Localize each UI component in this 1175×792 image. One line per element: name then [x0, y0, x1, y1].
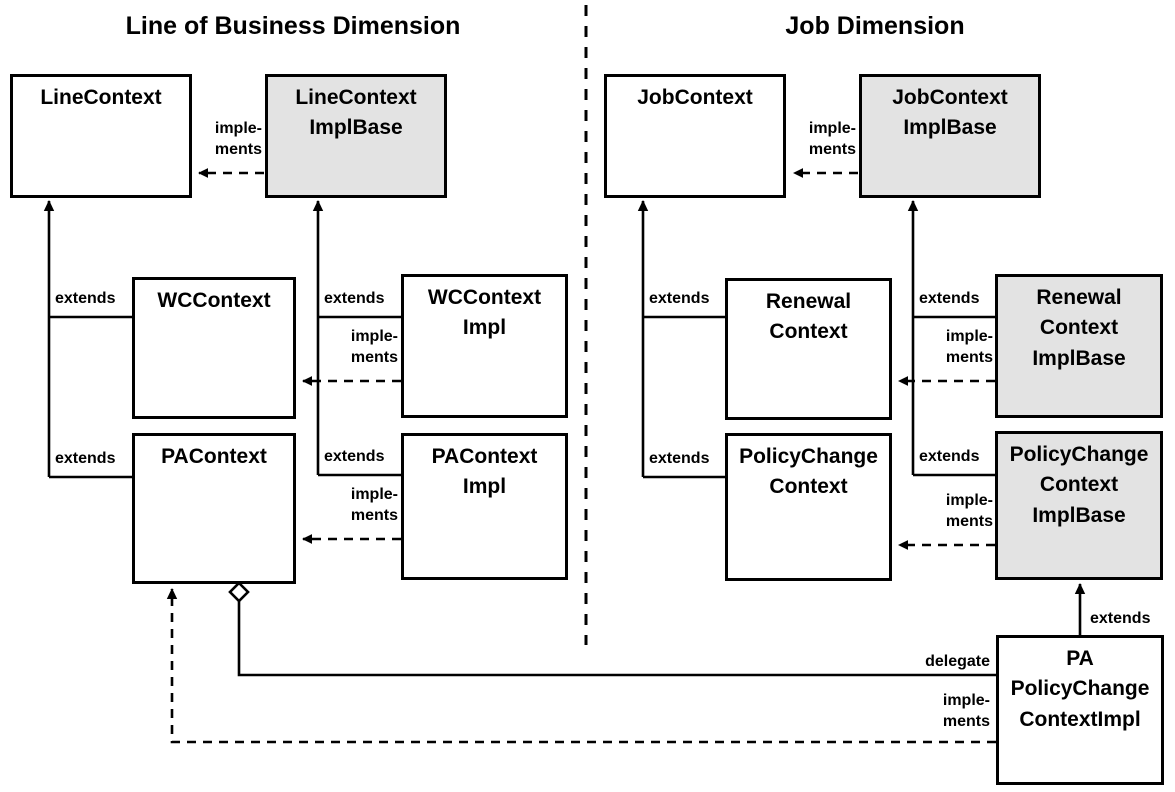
node-line-context-impl-base-label: LineContext ImplBase	[295, 86, 417, 140]
aggregation-diamond	[228, 581, 250, 603]
node-job-context[interactable]: JobContext	[604, 74, 786, 198]
node-pa-policy-change-context-impl[interactable]: PA PolicyChange ContextImpl	[996, 635, 1164, 785]
edge-label-paimpl-implements: imple- ments	[350, 486, 398, 525]
edge-label-renewalimpl-extends: extends	[919, 290, 980, 307]
node-renewal-context[interactable]: Renewal Context	[725, 278, 892, 420]
node-wc-context-impl[interactable]: WCContext Impl	[401, 274, 568, 418]
node-line-context[interactable]: LineContext	[10, 74, 192, 198]
edge-label-renewalimpl-implements: imple- ments	[945, 328, 993, 367]
edge-label-pa-pc-extends: extends	[1090, 610, 1151, 627]
edge-papolicychangeimpl-implements-pacontext	[166, 588, 996, 744]
node-line-context-label: LineContext	[40, 86, 162, 109]
edge-label-wcimpl-extends: extends	[324, 290, 385, 307]
edge-label-policychange-extends: extends	[649, 450, 710, 467]
right-dimension-title: Job Dimension	[785, 12, 965, 40]
node-wc-context-label: WCContext	[157, 289, 271, 312]
node-pa-context-impl-label: PAContext Impl	[431, 445, 538, 499]
node-pa-context[interactable]: PAContext	[132, 433, 296, 584]
node-line-context-impl-base[interactable]: LineContext ImplBase	[265, 74, 447, 198]
edge-label-renewal-extends: extends	[649, 290, 710, 307]
node-renewal-context-label: Renewal Context	[765, 290, 852, 344]
node-job-context-label: JobContext	[637, 86, 753, 109]
edge-label-policychangeimpl-extends: extends	[919, 448, 980, 465]
node-job-context-impl-base-label: JobContext ImplBase	[892, 86, 1008, 140]
node-policy-change-context-label: PolicyChange Context	[739, 445, 878, 499]
node-policy-change-context-impl-base-label: PolicyChange Context ImplBase	[1009, 443, 1149, 527]
node-policy-change-context-impl-base[interactable]: PolicyChange Context ImplBase	[995, 431, 1163, 580]
edge-label-paimpl-extends: extends	[324, 448, 385, 465]
node-wc-context-impl-label: WCContext Impl	[427, 286, 542, 340]
node-renewal-context-impl-base-label: Renewal Context ImplBase	[1032, 286, 1126, 370]
node-job-context-impl-base[interactable]: JobContext ImplBase	[859, 74, 1041, 198]
edge-label-wc-extends: extends	[55, 290, 116, 307]
edge-papolicychangeimpl-delegate-pacontext	[237, 600, 996, 677]
edge-label-pa-pc-delegate: delegate	[925, 653, 990, 670]
edge-label-pa-extends: extends	[55, 450, 116, 467]
node-wc-context[interactable]: WCContext	[132, 277, 296, 419]
node-policy-change-context[interactable]: PolicyChange Context	[725, 433, 892, 581]
edge-label-line-implements: imple- ments	[214, 120, 262, 159]
edge-label-wcimpl-implements: imple- ments	[350, 328, 398, 367]
left-dimension-title: Line of Business Dimension	[125, 12, 461, 40]
node-renewal-context-impl-base[interactable]: Renewal Context ImplBase	[995, 274, 1163, 418]
edge-label-job-implements: imple- ments	[808, 120, 856, 159]
edge-label-policychangeimpl-implements: imple- ments	[945, 492, 993, 531]
edge-label-pa-pc-implements: imple- ments	[942, 692, 990, 731]
node-pa-context-label: PAContext	[161, 445, 267, 468]
node-pa-policy-change-context-impl-label: PA PolicyChange ContextImpl	[1010, 647, 1150, 731]
node-pa-context-impl[interactable]: PAContext Impl	[401, 433, 568, 580]
